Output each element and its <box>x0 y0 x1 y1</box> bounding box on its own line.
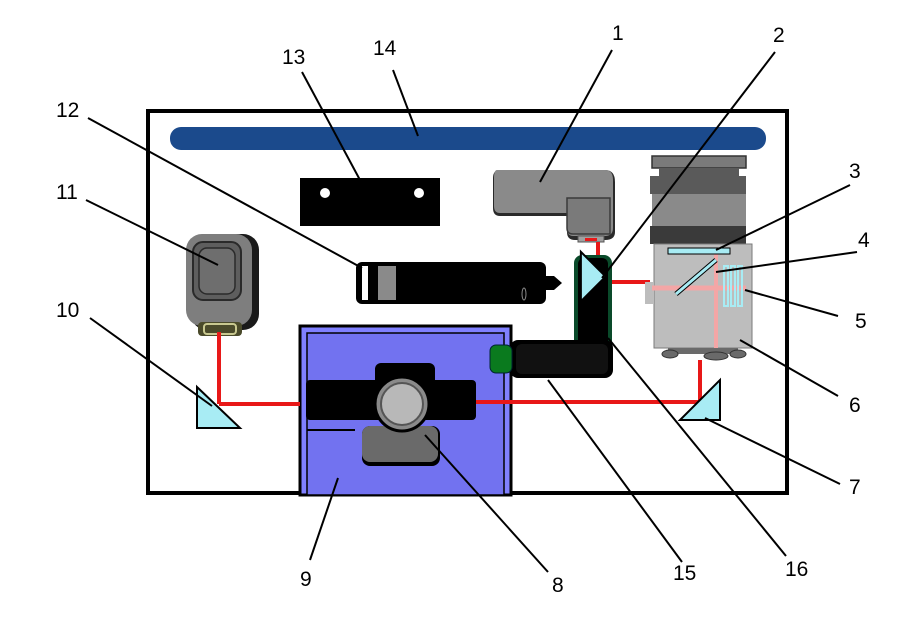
horizontal-tube <box>489 340 613 378</box>
callout-6: 6 <box>849 394 861 417</box>
callout-15: 15 <box>673 562 696 585</box>
callout-1: 1 <box>612 22 624 45</box>
callout-4: 4 <box>858 229 870 252</box>
callout-12: 12 <box>56 99 79 122</box>
callout-13: 13 <box>282 46 305 69</box>
callout-5: 5 <box>855 310 867 333</box>
spectrometer-unit <box>645 155 753 361</box>
callout-7: 7 <box>849 476 861 499</box>
objective-assembly <box>306 363 476 466</box>
callout-3: 3 <box>849 160 861 183</box>
l-shaped-housing <box>493 170 615 243</box>
callout-8: 8 <box>552 574 564 597</box>
callout-labels: 1 2 3 4 5 6 7 8 9 10 11 12 13 14 15 16 <box>56 22 870 597</box>
rail <box>170 127 766 150</box>
callout-10: 10 <box>56 299 79 322</box>
callout-11: 11 <box>56 181 78 204</box>
callout-14: 14 <box>373 37 397 60</box>
leader-lines <box>85 49 858 573</box>
callout-2: 2 <box>773 24 785 47</box>
cylinder-tube <box>356 262 562 304</box>
corner-mirror-right <box>677 377 721 421</box>
callout-9: 9 <box>300 568 312 591</box>
rounded-detector <box>186 234 259 336</box>
callout-16: 16 <box>785 558 808 581</box>
beam-splitter-prism <box>579 249 608 304</box>
corner-mirror-left <box>196 384 243 429</box>
mounting-plate <box>300 178 440 226</box>
